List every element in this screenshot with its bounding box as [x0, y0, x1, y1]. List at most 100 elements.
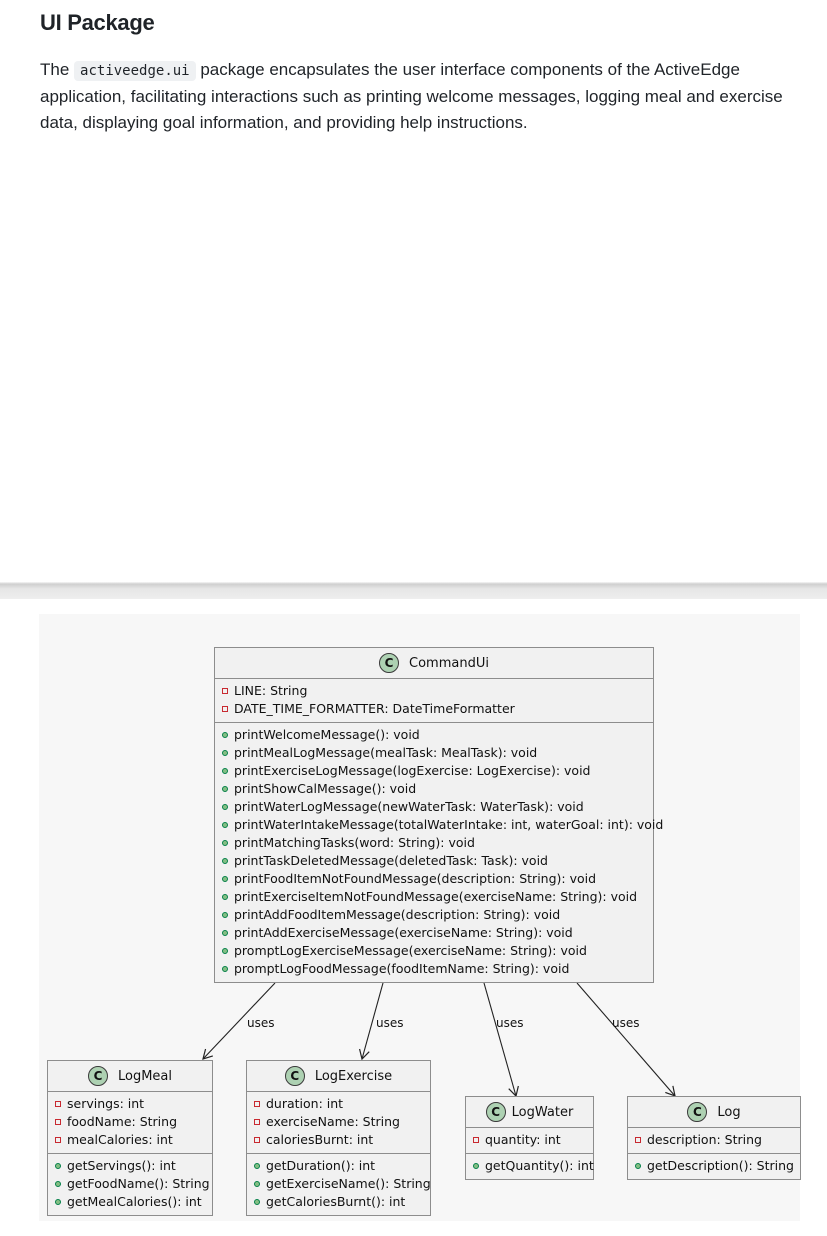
class-header: C Log — [628, 1097, 800, 1128]
private-marker-icon — [55, 1137, 61, 1143]
class-name: LogMeal — [117, 1068, 172, 1084]
edge-label-logexercise: uses — [376, 1016, 404, 1030]
private-marker-icon — [55, 1101, 61, 1107]
public-marker-icon — [222, 804, 228, 810]
method-row: getQuantity(): int — [473, 1157, 594, 1175]
field-list: LINE: String DATE_TIME_FORMATTER: DateTi… — [215, 679, 653, 722]
class-log: C Log description: String getDescription… — [627, 1096, 801, 1180]
method-row: printMealLogMessage(mealTask: MealTask):… — [222, 744, 653, 762]
public-marker-icon — [222, 768, 228, 774]
public-marker-icon — [222, 912, 228, 918]
method-list: printWelcomeMessage(): void printMealLog… — [215, 722, 663, 982]
public-marker-icon — [222, 876, 228, 882]
public-marker-icon — [55, 1163, 61, 1169]
method-row: printExerciseItemNotFoundMessage(exercis… — [222, 888, 653, 906]
method-text: printExerciseItemNotFoundMessage(exercis… — [234, 889, 638, 904]
method-text: printShowCalMessage(): void — [234, 781, 417, 796]
method-row: getMealCalories(): int — [55, 1193, 212, 1211]
method-row: printWelcomeMessage(): void — [222, 726, 653, 744]
public-marker-icon — [222, 840, 228, 846]
field-row: exerciseName: String — [254, 1113, 430, 1131]
section-divider — [0, 582, 827, 599]
edge-label-logwater: uses — [496, 1016, 524, 1030]
class-name: LogWater — [511, 1104, 574, 1120]
method-row: printMatchingTasks(word: String): void — [222, 834, 653, 852]
method-text: getDuration(): int — [266, 1158, 376, 1173]
field-text: caloriesBurnt: int — [266, 1132, 374, 1147]
private-marker-icon — [254, 1137, 260, 1143]
method-row: getExerciseName(): String — [254, 1175, 431, 1193]
method-row: printTaskDeletedMessage(deletedTask: Tas… — [222, 852, 653, 870]
field-text: exerciseName: String — [266, 1114, 400, 1129]
field-row: DATE_TIME_FORMATTER: DateTimeFormatter — [222, 700, 653, 718]
class-header: C LogExercise — [247, 1061, 430, 1092]
class-c-icon: C — [687, 1102, 708, 1122]
class-c-icon: C — [379, 653, 400, 673]
field-text: duration: int — [266, 1096, 344, 1111]
private-marker-icon — [473, 1137, 479, 1143]
method-text: getQuantity(): int — [485, 1158, 594, 1173]
method-list: getQuantity(): int — [466, 1153, 594, 1179]
method-list: getServings(): int getFoodName(): String… — [48, 1153, 212, 1215]
method-text: getCaloriesBurnt(): int — [266, 1194, 406, 1209]
method-text: getDescription(): String — [647, 1158, 794, 1173]
private-marker-icon — [222, 706, 228, 712]
public-marker-icon — [222, 858, 228, 864]
method-list: getDescription(): String — [628, 1153, 800, 1179]
class-commandui: C CommandUi LINE: String DATE_TIME_FORMA… — [214, 647, 663, 983]
package-name-code: activeedge.ui — [74, 61, 196, 81]
edge-commandui-logmeal — [202, 982, 276, 1060]
method-text: printMealLogMessage(mealTask: MealTask):… — [234, 745, 538, 760]
method-list: getDuration(): int getExerciseName(): St… — [247, 1153, 431, 1215]
public-marker-icon — [254, 1163, 260, 1169]
field-text: LINE: String — [234, 683, 308, 698]
field-list: servings: int foodName: String mealCalor… — [48, 1092, 212, 1153]
private-marker-icon — [55, 1119, 61, 1125]
field-list: duration: int exerciseName: String calor… — [247, 1092, 430, 1153]
method-row: printAddExerciseMessage(exerciseName: St… — [222, 924, 653, 942]
public-marker-icon — [55, 1181, 61, 1187]
field-row: LINE: String — [222, 682, 653, 700]
public-marker-icon — [222, 822, 228, 828]
method-row: getDescription(): String — [635, 1157, 800, 1175]
method-text: promptLogFoodMessage(foodItemName: Strin… — [234, 961, 570, 976]
private-marker-icon — [635, 1137, 641, 1143]
private-marker-icon — [254, 1101, 260, 1107]
method-text: getMealCalories(): int — [67, 1194, 202, 1209]
field-row: duration: int — [254, 1095, 430, 1113]
class-c-icon: C — [485, 1102, 506, 1122]
field-list: quantity: int — [466, 1128, 593, 1153]
public-marker-icon — [473, 1163, 479, 1169]
field-text: description: String — [647, 1132, 762, 1147]
class-logwater: C LogWater quantity: int getQuantity(): … — [465, 1096, 594, 1180]
method-row: printFoodItemNotFoundMessage(description… — [222, 870, 653, 888]
field-list: description: String — [628, 1128, 800, 1153]
public-marker-icon — [222, 894, 228, 900]
field-text: quantity: int — [485, 1132, 561, 1147]
method-text: printWaterIntakeMessage(totalWaterIntake… — [234, 817, 664, 832]
method-row: printAddFoodItemMessage(description: Str… — [222, 906, 653, 924]
public-marker-icon — [222, 750, 228, 756]
page-title: UI Package — [40, 10, 155, 35]
field-row: description: String — [635, 1131, 800, 1149]
method-text: getFoodName(): String — [67, 1176, 210, 1191]
class-header: C LogMeal — [48, 1061, 212, 1092]
method-text: printWelcomeMessage(): void — [234, 727, 420, 742]
class-c-icon: C — [87, 1066, 108, 1086]
method-row: printShowCalMessage(): void — [222, 780, 653, 798]
field-row: mealCalories: int — [55, 1131, 212, 1149]
public-marker-icon — [222, 948, 228, 954]
edge-label-logmeal: uses — [247, 1016, 275, 1030]
description-body: package encapsulates the user interface … — [40, 60, 783, 132]
private-marker-icon — [222, 688, 228, 694]
public-marker-icon — [222, 930, 228, 936]
method-row: printWaterLogMessage(newWaterTask: Water… — [222, 798, 653, 816]
class-name: Log — [717, 1104, 741, 1120]
method-row: getFoodName(): String — [55, 1175, 212, 1193]
method-text: printMatchingTasks(word: String): void — [234, 835, 475, 850]
class-name: LogExercise — [314, 1068, 393, 1084]
public-marker-icon — [222, 966, 228, 972]
edge-label-log: uses — [612, 1016, 640, 1030]
class-header: C LogWater — [466, 1097, 593, 1128]
field-text: servings: int — [67, 1096, 145, 1111]
